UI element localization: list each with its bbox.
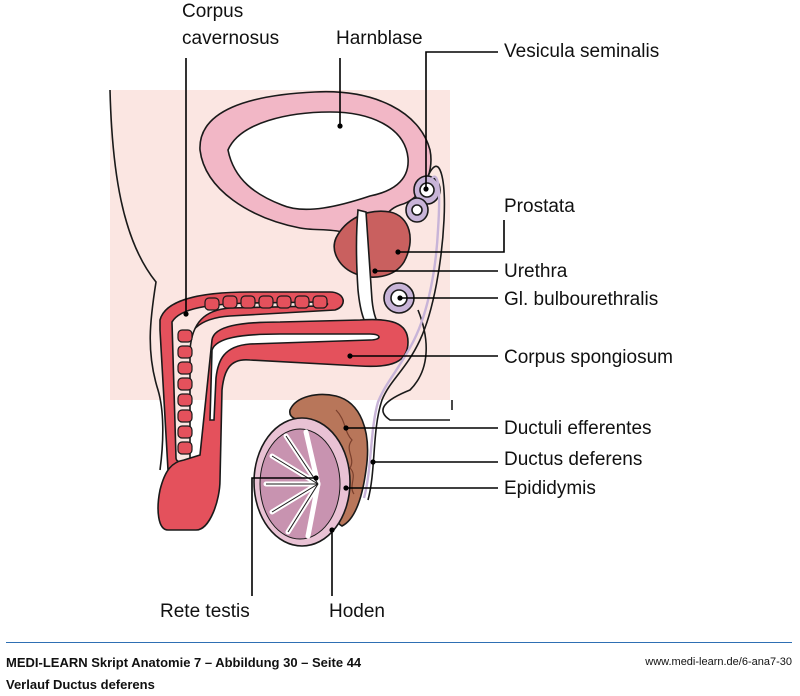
bulbourethral-gland bbox=[383, 282, 415, 314]
label-vesicula-seminalis: Vesicula seminalis bbox=[504, 41, 659, 62]
testis bbox=[253, 417, 351, 547]
body-outline bbox=[109, 89, 453, 471]
bladder bbox=[199, 90, 432, 246]
prostate bbox=[333, 210, 411, 278]
cavernosus-chambers bbox=[177, 295, 328, 455]
label-prostata: Prostata bbox=[504, 196, 575, 217]
ductus-deferens bbox=[367, 165, 446, 501]
figure-subtitle: Verlauf Ductus deferens bbox=[6, 677, 155, 692]
label-epididymis: Epididymis bbox=[504, 478, 596, 499]
label-corpus-cavernosus-line1: Corpus bbox=[182, 1, 243, 22]
label-corpus-cavernosus-line2: cavernosus bbox=[182, 28, 279, 49]
leader-lines bbox=[183, 51, 505, 596]
label-gl-bulbourethralis: Gl. bulbourethralis bbox=[504, 289, 658, 310]
spongiosum-inner bbox=[209, 333, 380, 421]
label-corpus-spongiosum: Corpus spongiosum bbox=[504, 347, 673, 368]
label-harnblase: Harnblase bbox=[336, 28, 423, 49]
source-url: www.medi-learn.de/6-ana7-30 bbox=[645, 656, 792, 668]
label-rete-testis: Rete testis bbox=[160, 601, 250, 622]
seminal-vesicle bbox=[405, 175, 441, 223]
footer-divider bbox=[6, 642, 792, 643]
label-urethra: Urethra bbox=[504, 261, 568, 282]
label-hoden: Hoden bbox=[329, 601, 385, 622]
label-ductus-deferens: Ductus deferens bbox=[504, 449, 642, 470]
label-ductuli-efferentes: Ductuli efferentes bbox=[504, 418, 652, 439]
ductus-deferens-inner bbox=[362, 175, 441, 499]
figure-caption: MEDI-LEARN Skript Anatomie 7 – Abbildung… bbox=[6, 655, 362, 670]
corpus-spongiosum bbox=[157, 318, 409, 531]
anatomy-figure: Corpus cavernosus Harnblase Vesicula sem… bbox=[109, 1, 673, 622]
